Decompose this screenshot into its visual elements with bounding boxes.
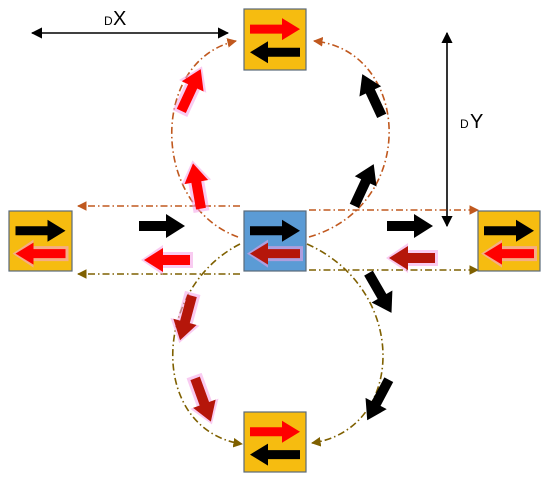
dy-label-prefix: D <box>460 117 469 131</box>
node-left-upper-arrow <box>15 219 66 242</box>
dx-label-main: X <box>113 8 126 30</box>
node-left-box <box>8 210 73 272</box>
node-bottom-upper-arrow <box>250 420 300 443</box>
node-bottom-box <box>243 411 307 473</box>
node-top-left-right-arrows-icon <box>250 18 300 64</box>
flow-arrow-upper-left-1 <box>181 160 212 213</box>
dimension-dy: D Y <box>441 31 483 228</box>
dy-label-main: Y <box>470 111 483 133</box>
flow-arrow-lower-right-2 <box>365 377 394 421</box>
node-center-upper-arrow <box>250 219 300 242</box>
node-right-left-right-arrows-icon <box>481 219 537 268</box>
path-upper-left <box>171 38 239 238</box>
node-left <box>8 210 73 272</box>
node-bottom <box>243 411 307 473</box>
node-left-left-right-arrows-icon <box>12 219 69 268</box>
node-center-left-right-arrows-icon <box>247 219 303 268</box>
node-right <box>477 210 541 272</box>
node-center <box>243 210 307 272</box>
node-top-lower-arrow <box>250 41 300 64</box>
flow-arrows <box>139 66 438 425</box>
node-top-upper-arrow <box>250 18 300 41</box>
node-top <box>243 8 307 71</box>
flow-arrow-right-red <box>386 243 438 273</box>
nodes <box>8 8 541 473</box>
node-bottom-lower-arrow <box>250 443 300 466</box>
flow-arrow-lower-left-1 <box>170 290 201 344</box>
node-right-box <box>477 210 541 272</box>
flow-arrow-upper-right-1 <box>349 164 377 208</box>
flow-arrow-upper-left-2 <box>172 66 207 117</box>
path-lower-right <box>306 243 384 447</box>
flow-paths <box>77 37 479 448</box>
dx-label-prefix: D <box>104 14 113 28</box>
node-left-lower-arrow <box>12 239 69 268</box>
node-top-box <box>243 8 307 71</box>
flow-arrow-left-red <box>141 245 193 275</box>
node-right-lower-arrow <box>481 239 537 268</box>
node-bottom-left-right-arrows-icon <box>250 420 300 466</box>
node-right-upper-arrow <box>484 219 534 242</box>
dimension-dx: D X <box>30 8 230 39</box>
flow-arrow-right-black <box>387 214 433 238</box>
node-center-box <box>243 210 307 272</box>
flow-arrow-upper-right-2 <box>359 74 387 118</box>
flow-arrow-left-black <box>139 214 185 238</box>
path-lower-left <box>172 243 243 448</box>
flow-arrow-lower-right-1 <box>364 270 393 313</box>
flow-arrow-lower-left-2 <box>186 372 219 425</box>
node-center-lower-arrow <box>247 239 303 268</box>
path-upper-right <box>308 37 390 238</box>
